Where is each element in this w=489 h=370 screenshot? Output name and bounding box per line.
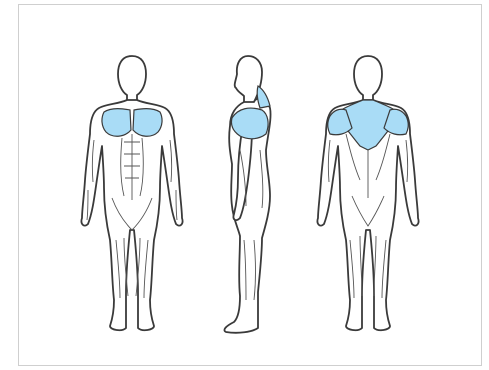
side-shoulder: [231, 108, 268, 139]
side-trapezius: [257, 86, 270, 108]
front-chest-right: [133, 109, 162, 137]
back-view-figure: [317, 56, 418, 330]
front-chest-left: [102, 109, 131, 137]
side-view-figure: [224, 56, 270, 333]
front-view-figure: [81, 56, 182, 330]
